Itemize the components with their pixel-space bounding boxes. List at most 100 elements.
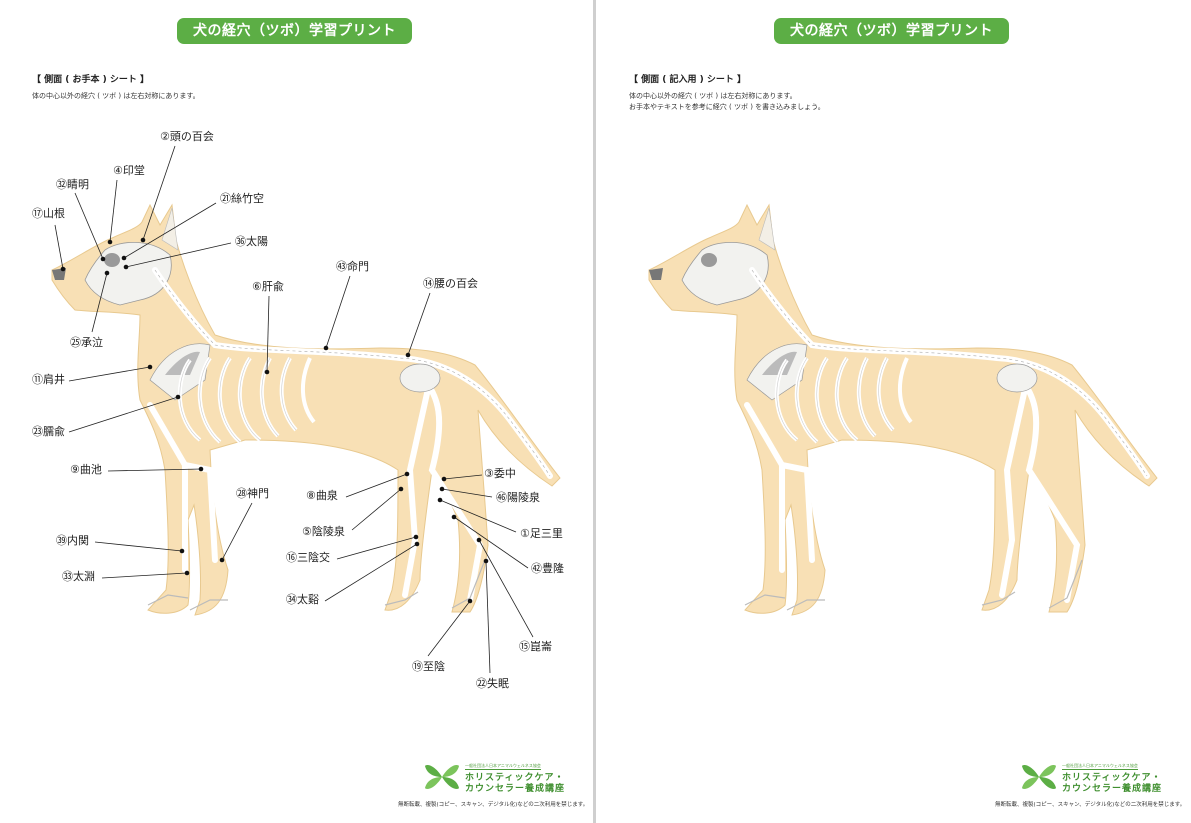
leader-line <box>427 600 471 657</box>
acupoint-dot <box>439 486 445 492</box>
note-instructions: お手本やテキストを参考に経穴 ( ツボ ) を書き込みましょう。 <box>629 103 825 111</box>
leader-line <box>221 502 253 561</box>
leader-line <box>351 488 402 531</box>
leader-line <box>345 473 408 498</box>
acupoint-dot <box>404 471 410 477</box>
leader-line <box>94 541 183 552</box>
logo-name-line1: ホリスティックケア・ <box>465 773 565 783</box>
sheet-heading: 【 側面 ( お手本 ) シート 】 <box>32 75 150 85</box>
acupoint-dot <box>123 264 129 270</box>
logo-org: 一般社団法人日本アニマルウェルネス協会 <box>1062 763 1138 770</box>
acupoint-label: ㊱太陽 <box>235 235 268 248</box>
acupoint-dot <box>147 364 153 370</box>
acupoint-label: ㉘神門 <box>236 487 269 500</box>
acupoint-label: ⑤陰陵泉 <box>302 525 345 538</box>
leader-line <box>68 366 151 382</box>
acupoint-leader-lines <box>54 145 534 674</box>
acupoint-dot <box>467 598 473 604</box>
leader-line <box>54 224 64 270</box>
page-divider <box>593 0 596 823</box>
acupoint-dot <box>184 570 190 576</box>
acupoint-dot <box>175 394 181 400</box>
leader-line <box>439 499 517 533</box>
leader-line <box>91 272 108 333</box>
leader-line <box>453 516 529 569</box>
note-symmetry: 体の中心以外の経穴 ( ツボ ) は左右対称にあります。 <box>629 92 797 100</box>
acupoint-label: ㊸命門 <box>336 260 369 273</box>
copyright-notice: 無断転載、複製(コピー、スキャン、デジタル化)などの二次利用を禁じます。 <box>398 802 589 808</box>
copyright-notice: 無断転載、複製(コピー、スキャン、デジタル化)などの二次利用を禁じます。 <box>995 802 1186 808</box>
acupoint-label: ⑧曲泉 <box>306 489 338 502</box>
acupoint-dot <box>179 548 185 554</box>
leader-line <box>443 474 483 480</box>
note-symmetry: 体の中心以外の経穴 ( ツボ ) は左右対称にあります。 <box>32 92 200 100</box>
acupoint-label: ⑯三陰交 <box>286 551 330 564</box>
leader-line <box>441 488 493 498</box>
acupoint-label: ㉒失眠 <box>476 677 509 690</box>
acupoint-label: ②頭の百会 <box>160 130 214 143</box>
acupoint-dot <box>483 558 489 564</box>
leader-line <box>109 179 118 243</box>
page-example-sheet: 犬の経穴（ツボ）学習プリント 【 側面 ( お手本 ) シート 】 体の中心以外… <box>0 0 594 823</box>
course-logo: 一般社団法人日本アニマルウェルネス協会 ホリスティックケア・ カウンセラー養成講… <box>1021 762 1191 794</box>
logo-name-line2: カウンセラー養成講座 <box>1062 784 1163 794</box>
acupoint-dot <box>414 541 420 547</box>
acupoint-dot <box>413 534 419 540</box>
acupoint-dot <box>121 255 127 261</box>
leader-line <box>123 202 217 259</box>
acupoint-dot <box>398 486 404 492</box>
acupoint-label: ⑨曲池 <box>70 463 102 476</box>
leader-line <box>125 242 232 268</box>
page-title: 犬の経穴（ツボ）学習プリント <box>177 18 412 44</box>
acupoint-label: ㉓臑兪 <box>32 425 65 438</box>
acupoint-label: ㉝太淵 <box>62 570 95 583</box>
sheet-heading: 【 側面 ( 記入用 ) シート 】 <box>629 75 747 85</box>
leader-line <box>336 536 417 560</box>
course-logo: 一般社団法人日本アニマルウェルネス協会 ホリスティックケア・ カウンセラー養成講… <box>424 762 594 794</box>
leader-line <box>266 295 270 373</box>
acupoint-dot <box>264 369 270 375</box>
leader-line <box>324 543 418 602</box>
acupoint-label: ⑭腰の百会 <box>423 277 478 290</box>
acupoint-dot <box>219 557 225 563</box>
leader-line <box>407 292 431 356</box>
leader-line <box>101 572 188 579</box>
acupoint-label: ③委中 <box>484 467 516 480</box>
acupoint-label: ⑪肩井 <box>32 373 65 386</box>
leader-line <box>325 275 351 349</box>
logo-name-line2: カウンセラー養成講座 <box>465 784 566 794</box>
leader-line <box>485 560 491 674</box>
logo-name-line1: ホリスティックケア・ <box>1062 773 1162 783</box>
page-title: 犬の経穴（ツボ）学習プリント <box>774 18 1009 44</box>
dog-skeleton-illustration <box>0 145 594 674</box>
acupoint-dot <box>60 266 66 272</box>
acupoint-dot <box>323 345 329 351</box>
leader-line <box>478 539 534 638</box>
logo-org: 一般社団法人日本アニマルウェルネス協会 <box>465 763 541 770</box>
acupoint-dot <box>476 537 482 543</box>
leader-line <box>74 192 104 260</box>
leaf-logo-icon <box>425 765 459 789</box>
acupoint-label: ㉕承泣 <box>70 336 103 349</box>
acupoint-label: ㊴内関 <box>56 534 89 547</box>
page-worksheet: 犬の経穴（ツボ）学習プリント 【 側面 ( 記入用 ) シート 】 体の中心以外… <box>597 0 1191 823</box>
leader-line <box>107 468 202 472</box>
acupoint-label: ⑥肝兪 <box>252 280 284 293</box>
leader-line <box>142 145 176 241</box>
dog-skeleton-illustration <box>597 0 1191 823</box>
acupoint-label: ㉜睛明 <box>56 178 89 191</box>
acupoint-dot <box>107 239 113 245</box>
leaf-logo-icon <box>1022 765 1056 789</box>
acupoint-label: ㉑絲竹空 <box>220 192 264 205</box>
acupoint-label: ⑮崑崙 <box>519 640 552 653</box>
acupoint-label: ㊷豊隆 <box>531 562 564 575</box>
leader-line <box>68 396 179 433</box>
acupoint-label: ⑰山根 <box>32 207 65 220</box>
acupoint-dot <box>104 270 110 276</box>
acupoint-dot <box>100 256 106 262</box>
acupoint-label: ④印堂 <box>113 164 145 177</box>
acupoint-dot <box>441 476 447 482</box>
acupoint-dot <box>198 466 204 472</box>
acupoint-label: ⑲至陰 <box>412 660 445 673</box>
acupoint-label: ①足三里 <box>520 527 563 540</box>
